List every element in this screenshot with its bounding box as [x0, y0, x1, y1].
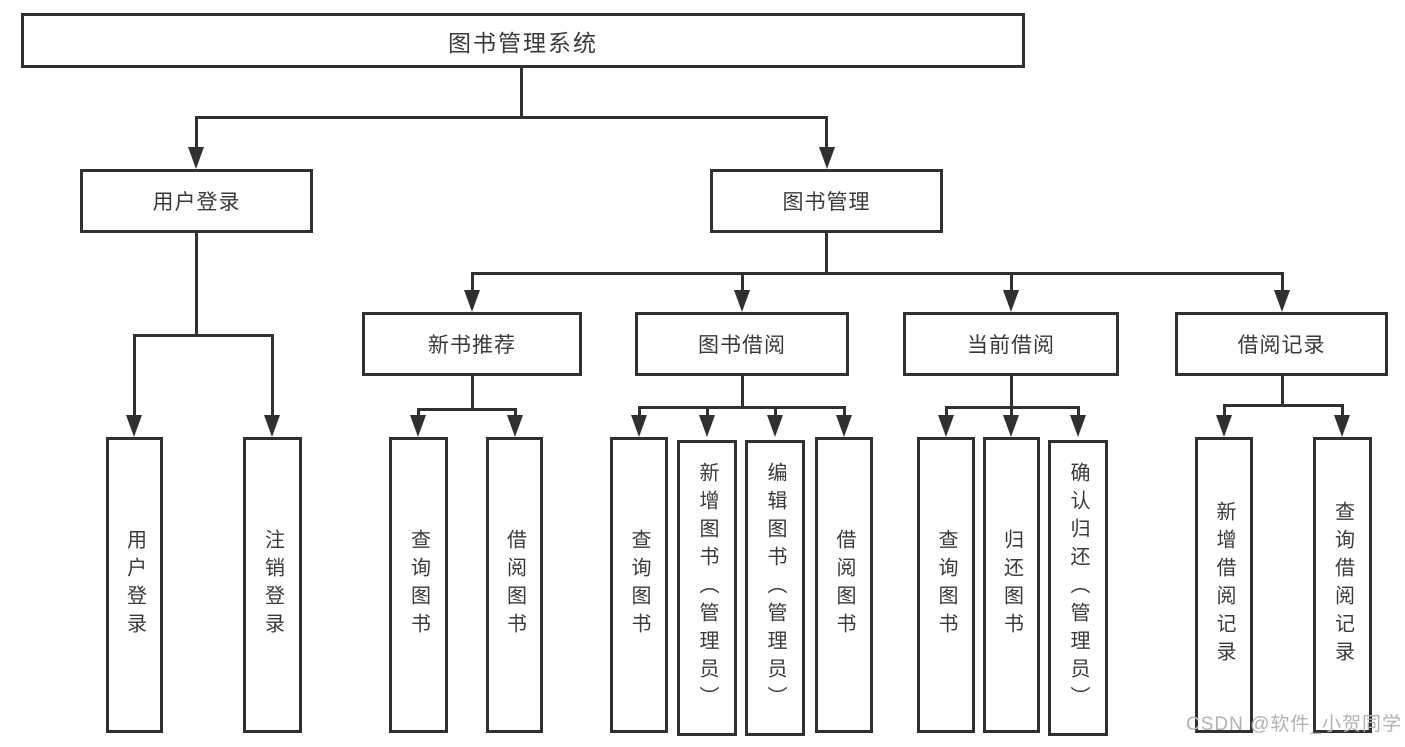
edge-mgmt-stem — [825, 233, 828, 275]
leaf-user-login: 用户登录 — [106, 437, 163, 733]
arrowhead-current-confirm — [1070, 415, 1086, 437]
arrowhead-current — [1003, 290, 1019, 312]
node-borrow-records-label: 借阅记录 — [1237, 334, 1326, 357]
edge-newbook-bar — [417, 408, 517, 411]
leaf-current-return-books-label: 归还图书 — [1000, 529, 1023, 641]
leaf-borrow-query-books: 查询图书 — [610, 437, 668, 733]
leaf-borrow-query-books-label: 查询图书 — [628, 529, 650, 641]
edge-newbook-drop-2 — [514, 408, 517, 417]
leaf-records-query-record-label: 查询借阅记录 — [1331, 501, 1354, 669]
edge-user-drop-1 — [133, 334, 136, 417]
edge-mgmt-bar — [471, 272, 1284, 275]
arrowhead-borrow-borrow — [836, 415, 852, 437]
arrowhead-leaf-logout — [264, 415, 280, 437]
leaf-logout-label: 注销登录 — [261, 529, 284, 641]
leaf-borrow-edit-books-admin-label: 编辑图书（管理员） — [764, 462, 786, 714]
edge-borrow-drop-4 — [843, 406, 846, 417]
node-root-label: 图书管理系统 — [448, 29, 598, 56]
leaf-records-add-record: 新增借阅记录 — [1195, 437, 1253, 733]
arrowhead-records-add — [1216, 415, 1232, 437]
edge-current-drop-3 — [1077, 406, 1080, 417]
leaf-borrow-add-books-admin: 新增图书（管理员） — [677, 440, 737, 736]
edge-user-stem — [195, 233, 198, 337]
leaf-newbook-borrow-books-label: 借阅图书 — [503, 529, 526, 641]
edge-current-drop-1 — [945, 406, 948, 417]
arrowhead-newbook-query — [410, 415, 426, 437]
arrowhead-records-query — [1334, 415, 1350, 437]
node-book-borrow-label: 图书借阅 — [698, 334, 786, 357]
arrowhead-borrow-add — [699, 415, 715, 437]
edge-newbook-stem — [471, 376, 474, 411]
edge-newbook-drop-1 — [417, 408, 420, 417]
leaf-current-query-books-label: 查询图书 — [935, 529, 957, 641]
edge-current-drop-2 — [1010, 406, 1013, 417]
arrowhead-borrow-edit — [767, 415, 783, 437]
leaf-newbook-query-books: 查询图书 — [389, 437, 448, 733]
leaf-newbook-borrow-books: 借阅图书 — [486, 437, 543, 733]
arrowhead-newbook-borrow — [507, 415, 523, 437]
arrowhead-current-return — [1003, 415, 1019, 437]
arrowhead-user-login — [188, 147, 204, 169]
leaf-current-query-books: 查询图书 — [917, 437, 975, 733]
leaf-borrow-borrow-books-label: 借阅图书 — [833, 529, 855, 641]
arrowhead-records — [1274, 290, 1290, 312]
leaf-logout: 注销登录 — [243, 437, 302, 733]
node-new-book-recommend-label: 新书推荐 — [428, 334, 516, 357]
node-root-system: 图书管理系统 — [21, 13, 1025, 68]
leaf-records-add-record-label: 新增借阅记录 — [1213, 501, 1235, 669]
edge-borrow-bar — [638, 406, 846, 409]
node-borrow-records: 借阅记录 — [1175, 312, 1388, 376]
leaf-records-query-record: 查询借阅记录 — [1313, 437, 1372, 733]
edge-root-drop-left — [195, 116, 198, 150]
leaf-current-return-books: 归还图书 — [983, 437, 1040, 733]
edge-user-drop-2 — [271, 334, 274, 417]
node-book-borrow: 图书借阅 — [635, 312, 849, 376]
edge-mgmt-drop-1 — [471, 272, 474, 292]
edge-borrow-drop-2 — [706, 406, 709, 417]
leaf-newbook-query-books-label: 查询图书 — [407, 529, 430, 641]
node-new-book-recommend: 新书推荐 — [362, 312, 582, 376]
arrowhead-borrow — [734, 290, 750, 312]
node-book-management: 图书管理 — [710, 169, 943, 233]
leaf-user-login-label: 用户登录 — [123, 529, 146, 641]
edge-records-bar — [1223, 404, 1344, 407]
leaf-borrow-borrow-books: 借阅图书 — [815, 437, 873, 733]
edge-records-stem — [1281, 376, 1284, 407]
node-current-borrow-label: 当前借阅 — [967, 334, 1055, 357]
arrowhead-book-management — [819, 147, 835, 169]
node-book-management-label: 图书管理 — [782, 191, 871, 214]
edge-mgmt-drop-4 — [1281, 272, 1284, 292]
edge-current-stem — [1010, 376, 1013, 409]
edge-mgmt-drop-3 — [1010, 272, 1013, 292]
node-current-borrow: 当前借阅 — [903, 312, 1119, 376]
arrowhead-newbook — [464, 290, 480, 312]
edge-root-stem — [520, 66, 523, 119]
csdn-watermark: CSDN @软件_小贺同学 — [1186, 714, 1402, 735]
edge-mgmt-drop-2 — [741, 272, 744, 292]
arrowhead-leaf-user-login — [126, 415, 142, 437]
leaf-current-confirm-return-admin: 确认归还（管理员） — [1048, 440, 1108, 736]
leaf-current-confirm-return-admin-label: 确认归还（管理员） — [1067, 462, 1089, 714]
leaf-borrow-edit-books-admin: 编辑图书（管理员） — [745, 440, 805, 736]
arrowhead-borrow-query — [631, 415, 647, 437]
edge-records-drop-1 — [1223, 404, 1226, 417]
edge-root-drop-right — [825, 116, 828, 150]
edge-borrow-drop-3 — [774, 406, 777, 417]
edge-root-bar — [195, 116, 828, 119]
edge-borrow-drop-1 — [638, 406, 641, 417]
node-user-login: 用户登录 — [80, 169, 313, 233]
leaf-borrow-add-books-admin-label: 新增图书（管理员） — [696, 462, 718, 714]
node-user-login-label: 用户登录 — [152, 191, 241, 214]
edge-records-drop-2 — [1341, 404, 1344, 417]
edge-user-bar — [133, 334, 274, 337]
edge-borrow-stem — [741, 376, 744, 409]
arrowhead-current-query — [938, 415, 954, 437]
